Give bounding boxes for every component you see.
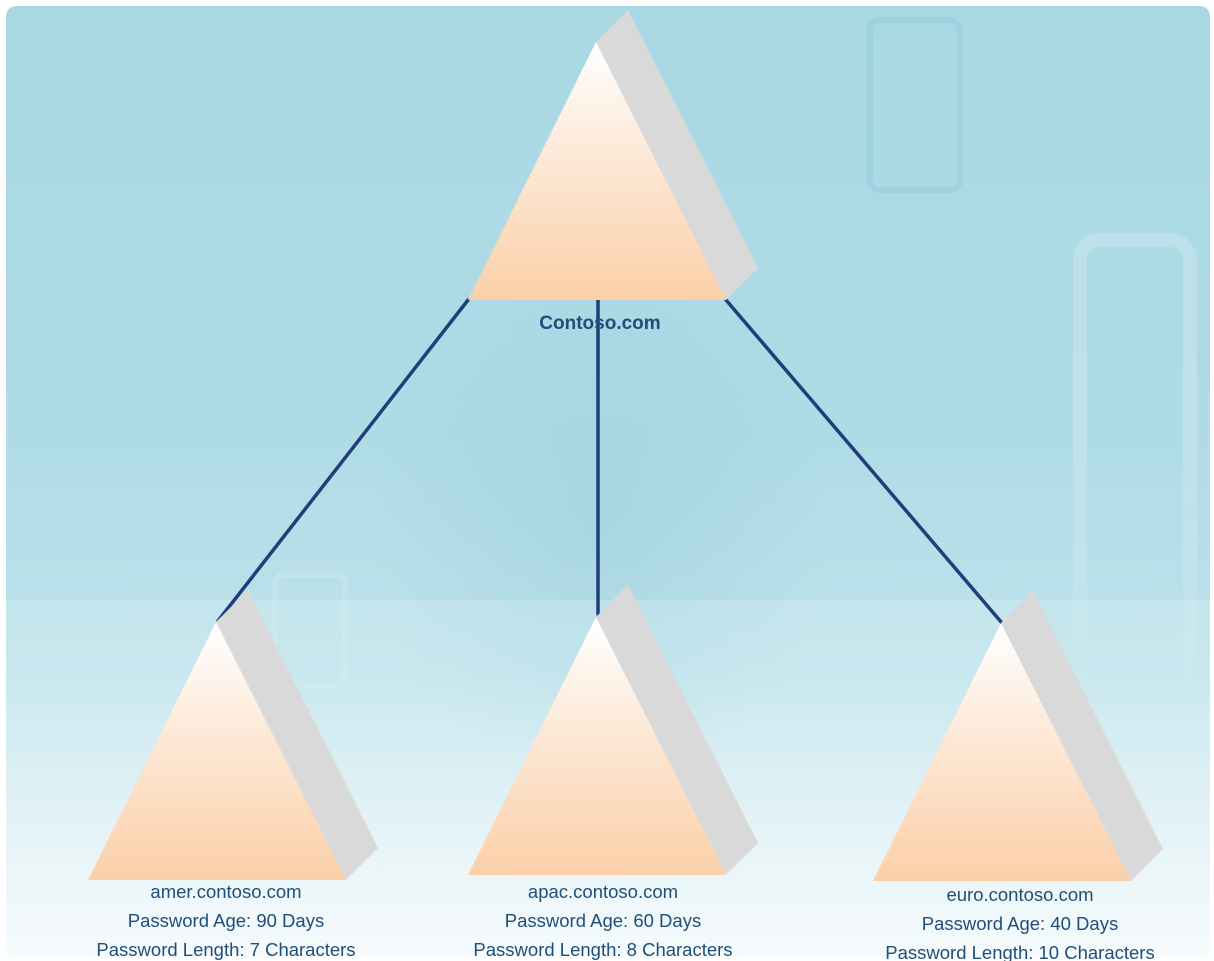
euro-domain-name: euro.contoso.com	[946, 884, 1094, 905]
root-domain-triangle	[468, 10, 758, 300]
connector-amer	[216, 298, 470, 623]
apac-password-age: Password Age: 60 Days	[504, 910, 702, 931]
amer-password-length: Password Length: 7 Characters	[96, 939, 356, 960]
connector-euro	[724, 298, 1004, 625]
apac-domain-name: apac.contoso.com	[527, 881, 679, 902]
amer-domain-triangle	[88, 590, 378, 880]
apac-domain-info: apac.contoso.com Password Age: 60 Days P…	[452, 877, 754, 961]
amer-domain-info: amer.contoso.com Password Age: 90 Days P…	[76, 877, 376, 961]
amer-domain-name: amer.contoso.com	[150, 881, 302, 902]
amer-password-age: Password Age: 90 Days	[127, 910, 325, 931]
euro-password-length: Password Length: 10 Characters	[885, 942, 1155, 961]
apac-domain-triangle	[468, 585, 758, 875]
connectors	[216, 298, 1004, 625]
root-domain-label: Contoso.com	[539, 313, 661, 334]
apac-password-length: Password Length: 8 Characters	[473, 939, 733, 960]
euro-password-age: Password Age: 40 Days	[921, 913, 1119, 934]
euro-domain-info: euro.contoso.com Password Age: 40 Days P…	[862, 880, 1178, 961]
euro-domain-triangle	[873, 591, 1163, 881]
